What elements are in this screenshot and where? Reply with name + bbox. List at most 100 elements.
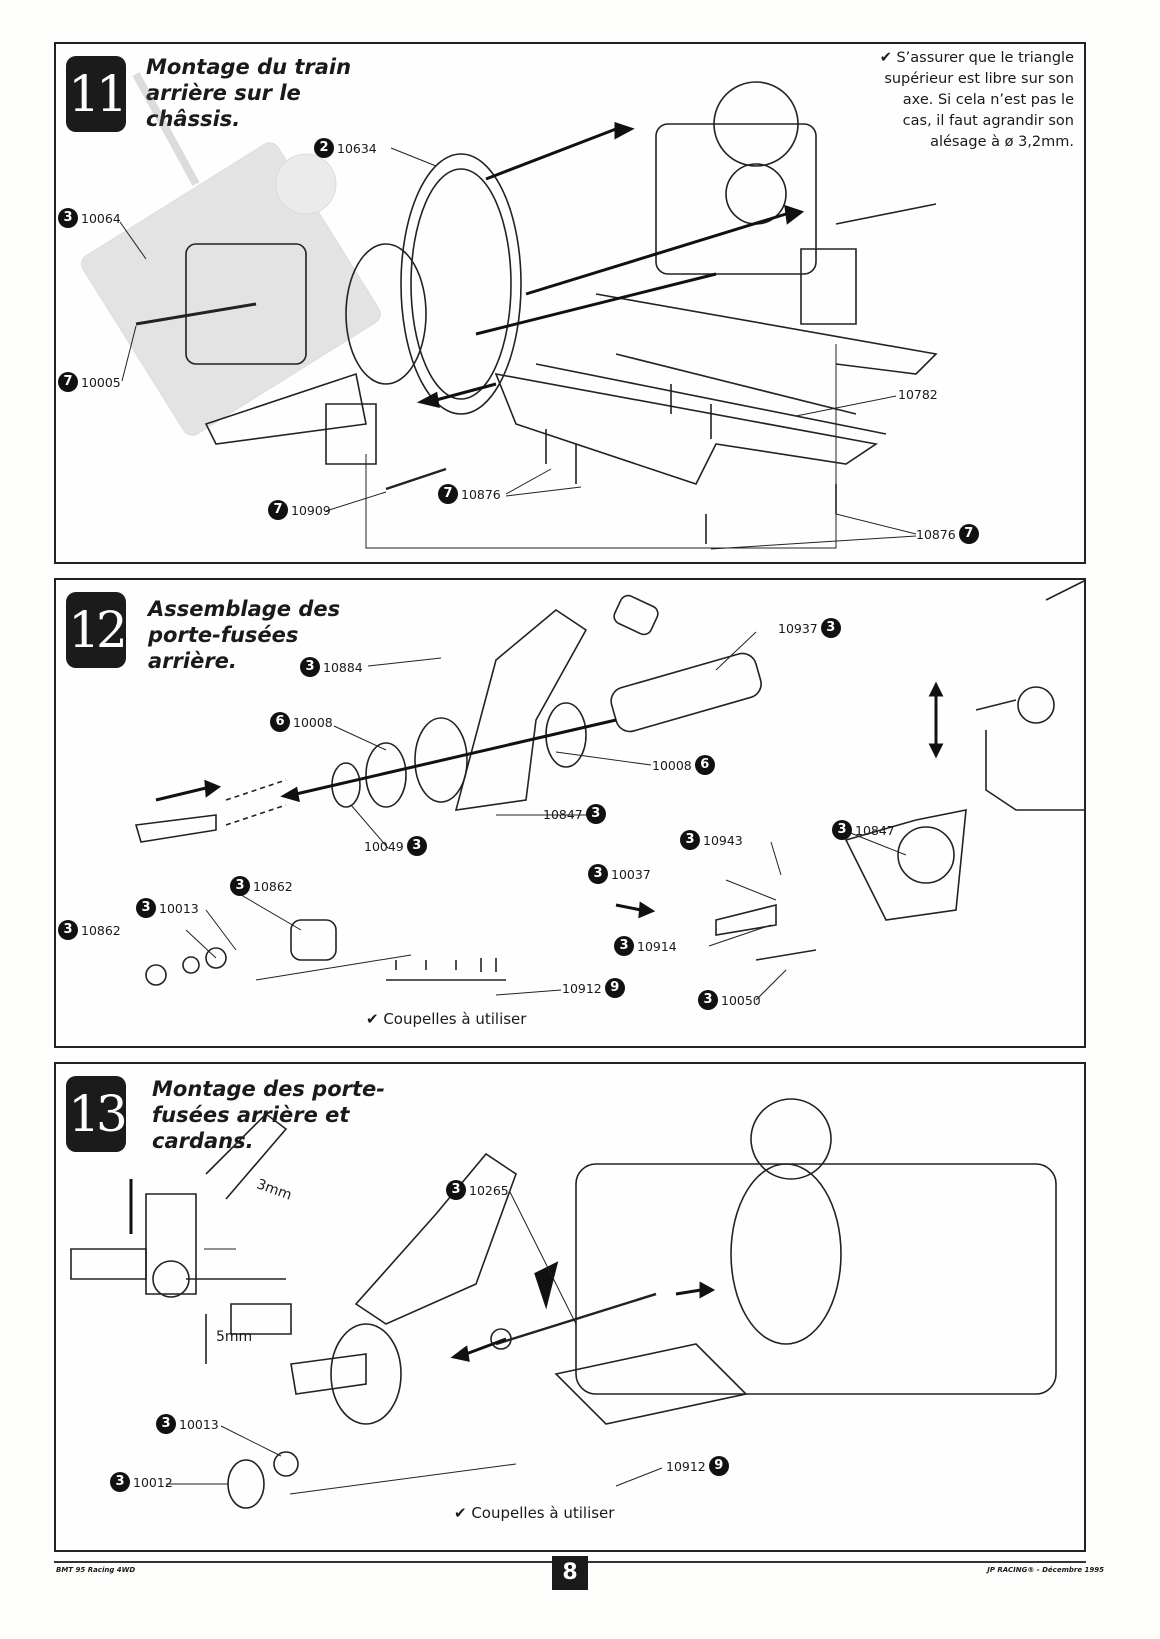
quantity-badge: 7 bbox=[58, 372, 78, 392]
quantity-badge: 3 bbox=[680, 830, 700, 850]
step-12-panel: 12 Assemblage des porte-fusées arrière. bbox=[54, 578, 1086, 1048]
quantity-badge: 3 bbox=[832, 820, 852, 840]
screws-drawing bbox=[386, 384, 836, 544]
step-note: ✔ S’assurer que le triangle supérieur es… bbox=[879, 50, 1074, 150]
part-ref: 10008 bbox=[293, 714, 333, 730]
part-ref: 10912 bbox=[666, 1458, 706, 1474]
part-ref: 10037 bbox=[611, 866, 651, 882]
step-number-badge: 12 bbox=[66, 592, 128, 668]
step-11-panel: 11 Montage du train arrière sur le châss… bbox=[54, 42, 1086, 564]
quantity-badge: 3 bbox=[230, 876, 250, 896]
part-ref: 10050 bbox=[721, 992, 761, 1008]
dimension-label: 5mm bbox=[216, 1329, 253, 1345]
quantity-badge: 3 bbox=[588, 864, 608, 884]
page-number: 8 bbox=[552, 1556, 588, 1590]
footer-publisher: JP RACING® - Décembre 1995 bbox=[987, 1566, 1104, 1574]
assembly-drawing-rear-train bbox=[56, 44, 1088, 566]
quantity-badge: 7 bbox=[958, 524, 979, 544]
part-ref: 10064 bbox=[81, 210, 121, 226]
quantity-badge: 6 bbox=[270, 712, 290, 732]
part-ref: 10876 bbox=[916, 526, 956, 542]
quantity-badge: 3 bbox=[110, 1472, 130, 1492]
quantity-badge: 3 bbox=[58, 920, 78, 940]
watermark-transmitter bbox=[78, 74, 384, 439]
part-ref: 10049 bbox=[364, 838, 404, 854]
step-title: Montage des porte- fusées arrière et car… bbox=[152, 1077, 385, 1153]
leader-lines bbox=[120, 148, 916, 549]
footer-model: BMT 95 Racing 4WD bbox=[56, 1566, 136, 1574]
assembly-arrows bbox=[421, 124, 801, 406]
rear-axle-assembly-drawing bbox=[228, 1099, 1056, 1508]
part-ref: 10012 bbox=[133, 1474, 173, 1490]
quantity-badge: 7 bbox=[438, 484, 458, 504]
quantity-badge: 3 bbox=[446, 1180, 466, 1200]
assembly-arrows bbox=[156, 685, 941, 916]
part-ref: 10782 bbox=[898, 387, 938, 402]
part-ref: 10862 bbox=[253, 878, 293, 894]
step-title: Assemblage des porte-fusées arrière. bbox=[148, 597, 341, 673]
hub-carrier-drawing bbox=[136, 580, 1086, 985]
quantity-badge: 6 bbox=[694, 755, 715, 775]
part-ref: 10005 bbox=[81, 374, 121, 390]
quantity-badge: 7 bbox=[268, 500, 288, 520]
quantity-badge: 3 bbox=[698, 990, 718, 1010]
quantity-badge: 3 bbox=[136, 898, 156, 918]
part-label: 10782 bbox=[898, 387, 938, 402]
step-number-badge: 11 bbox=[66, 56, 128, 132]
part-ref: 10914 bbox=[637, 938, 677, 954]
part-ref: 10013 bbox=[159, 900, 199, 916]
gearbox-drawing bbox=[656, 82, 936, 324]
part-ref: 10265 bbox=[469, 1182, 509, 1198]
quantity-badge: 9 bbox=[604, 978, 625, 998]
quantity-badge: 3 bbox=[300, 657, 320, 677]
belt-pulley-drawing bbox=[346, 154, 521, 414]
suspension-arm-drawing bbox=[136, 244, 376, 464]
assembly-drawing-rear-hub-carriers bbox=[56, 580, 1088, 1050]
part-ref: 10862 bbox=[81, 922, 121, 938]
coupelles-note: ✔ Coupelles à utiliser bbox=[366, 1010, 527, 1028]
quantity-badge: 9 bbox=[708, 1456, 729, 1476]
part-ref: 10847 bbox=[855, 822, 895, 838]
chassis-plate-drawing bbox=[496, 294, 936, 484]
part-ref: 10847 bbox=[543, 806, 583, 822]
quantity-badge: 3 bbox=[614, 936, 634, 956]
coupelles-note: ✔ Coupelles à utiliser bbox=[454, 1504, 615, 1522]
quantity-badge: 3 bbox=[820, 618, 841, 638]
quantity-badge: 3 bbox=[58, 208, 78, 228]
quantity-badge: 3 bbox=[585, 804, 606, 824]
part-ref: 10876 bbox=[461, 486, 501, 502]
part-ref: 10008 bbox=[652, 757, 692, 773]
part-ref: 10909 bbox=[291, 502, 331, 518]
part-ref: 10943 bbox=[703, 832, 743, 848]
assembly-arrows bbox=[131, 1179, 712, 1584]
quantity-badge: 3 bbox=[156, 1414, 176, 1434]
leader-lines bbox=[186, 632, 906, 1000]
part-ref: 10884 bbox=[323, 659, 363, 675]
part-ref: 10013 bbox=[179, 1416, 219, 1432]
detail-inset-drawing bbox=[71, 1114, 291, 1364]
part-ref: 10937 bbox=[778, 620, 818, 636]
step-13-panel: 13 Montage des porte- fusées arrière et … bbox=[54, 1062, 1086, 1552]
assembly-drawing-hub-carriers-and-cv-joints bbox=[56, 1064, 1088, 1554]
step-number-badge: 13 bbox=[66, 1076, 128, 1152]
part-ref: 10912 bbox=[562, 980, 602, 996]
